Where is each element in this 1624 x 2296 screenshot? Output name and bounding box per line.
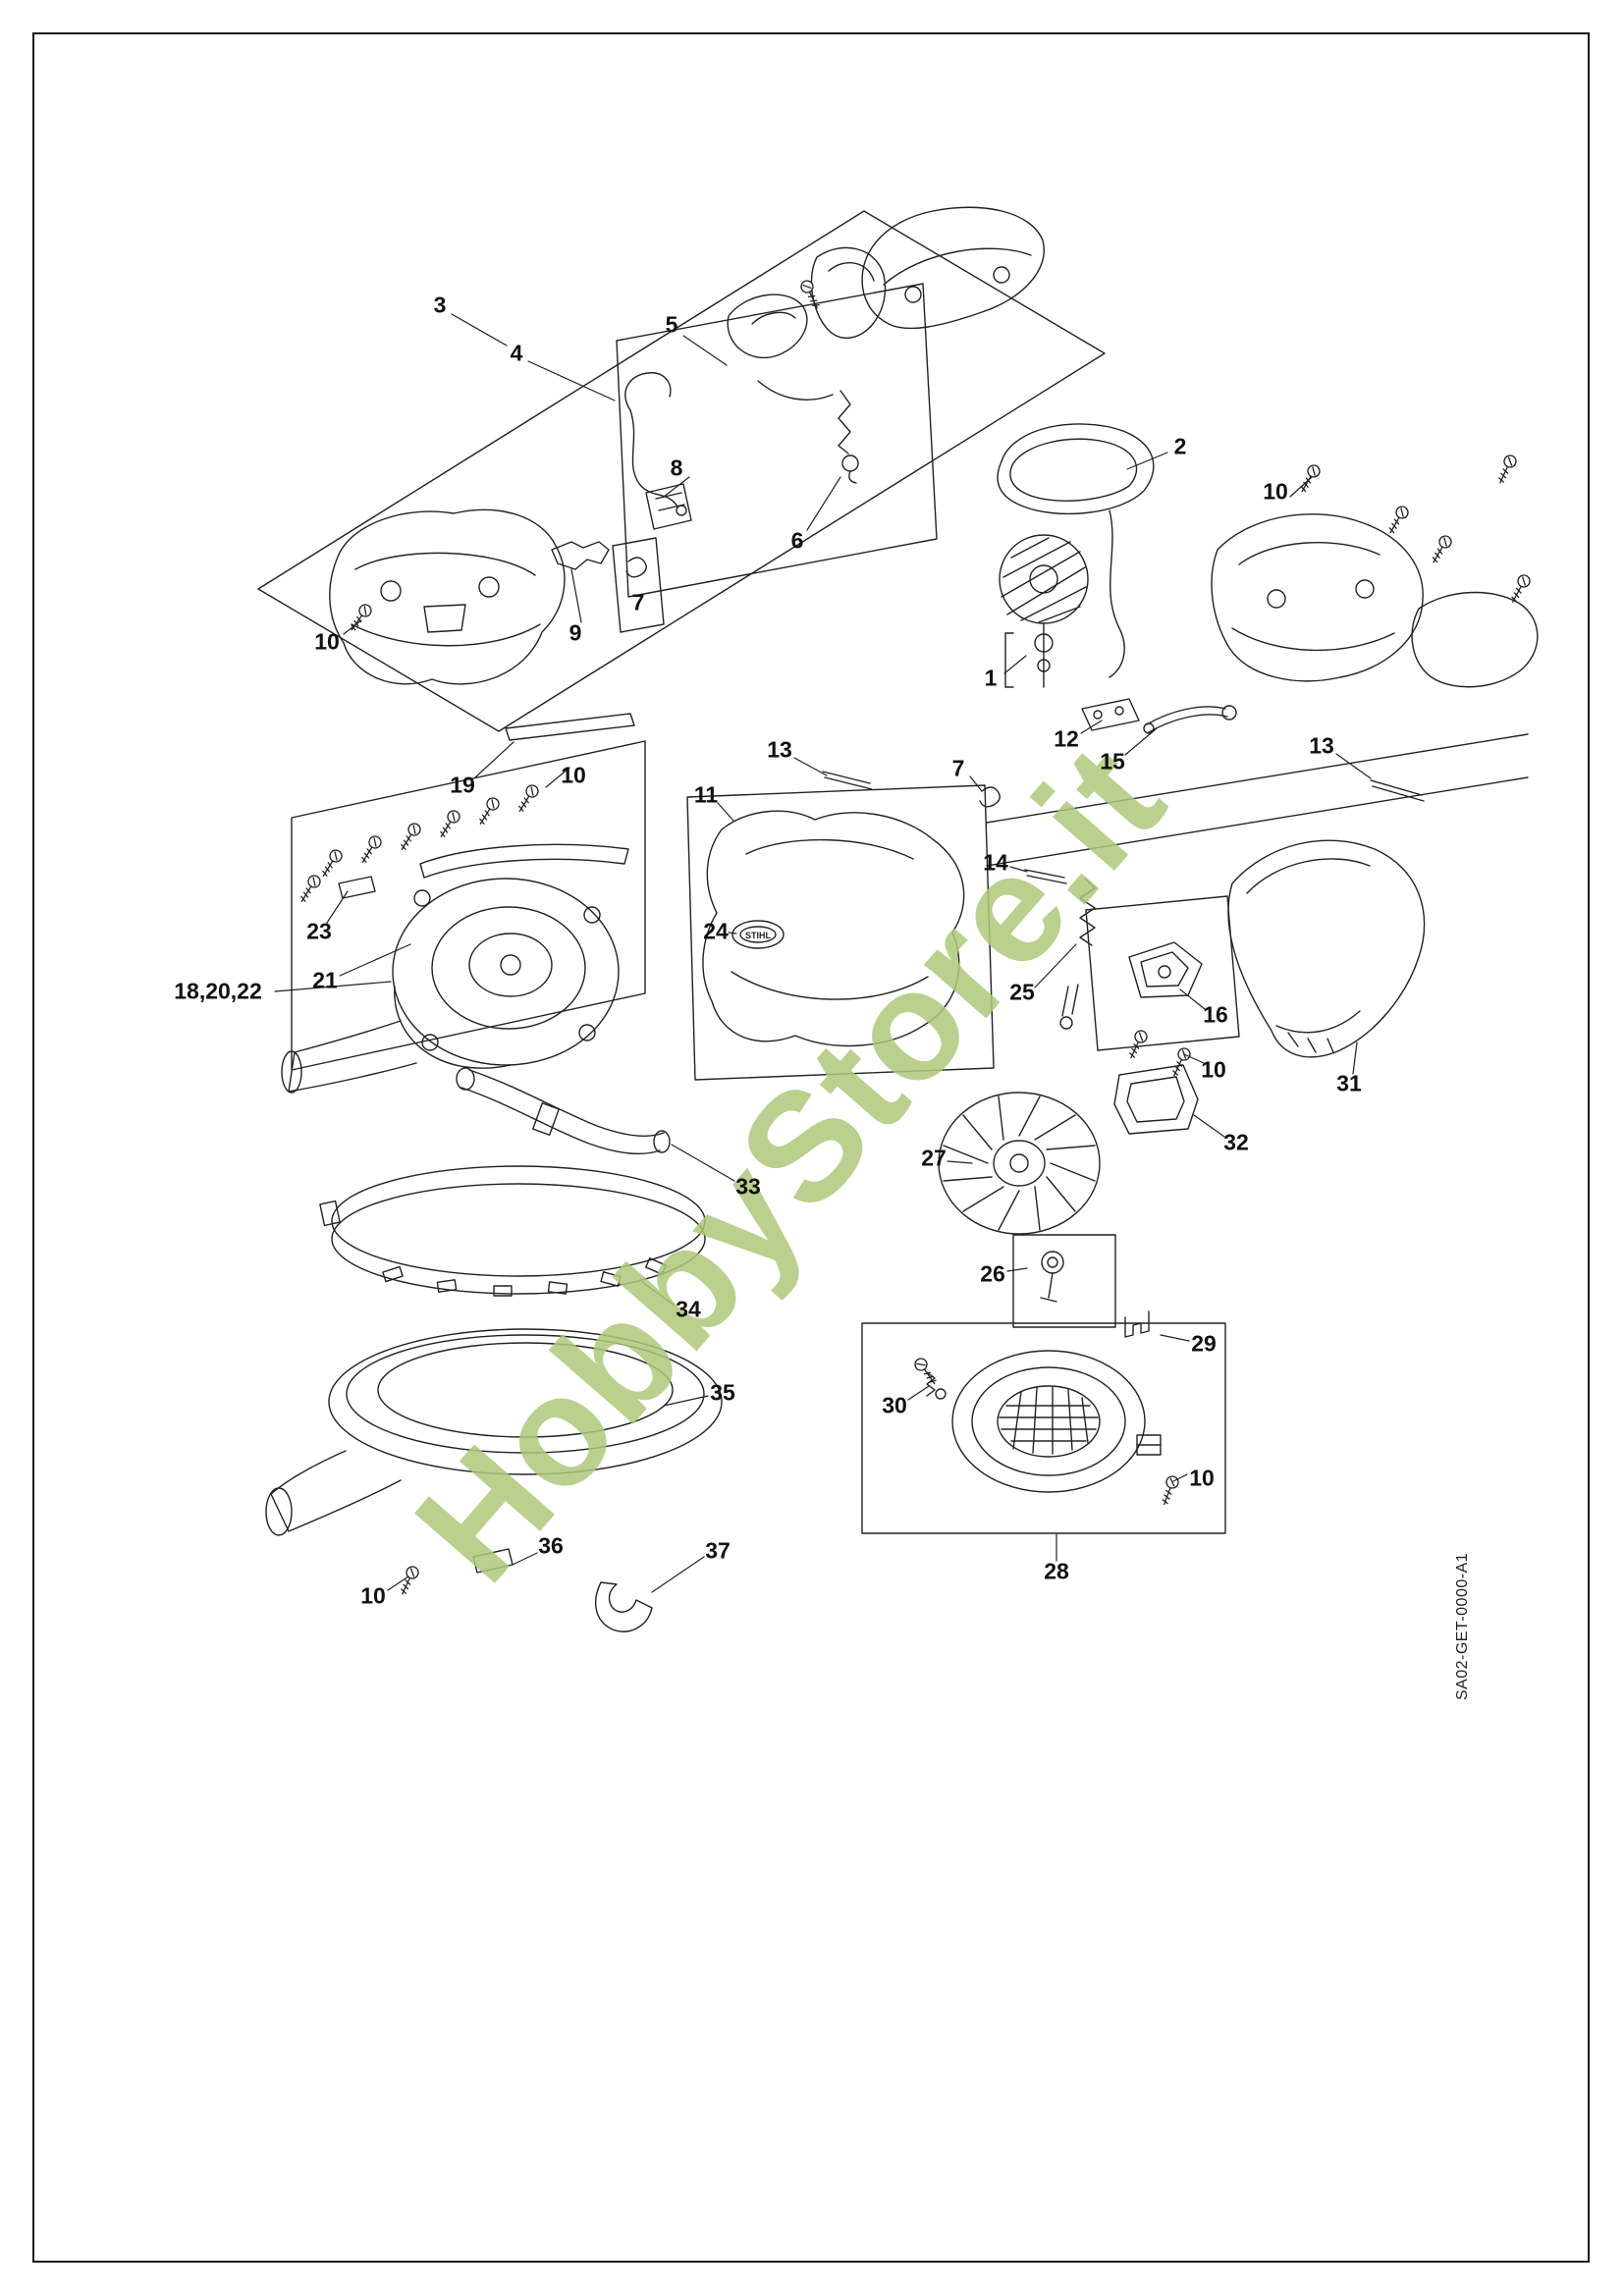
part-33-tube xyxy=(456,1067,671,1154)
part-label-29: 29 xyxy=(1191,1330,1217,1357)
part-label-10-4: 10 xyxy=(1201,1056,1226,1083)
part-label-6: 6 xyxy=(790,527,804,554)
part-label-24: 24 xyxy=(703,918,729,944)
part-label-13-2: 13 xyxy=(1309,732,1334,759)
part-label-14: 14 xyxy=(983,849,1008,876)
panel-outlines xyxy=(257,210,1529,1534)
part-label-33: 33 xyxy=(735,1173,761,1200)
part-25-spring xyxy=(1059,878,1096,1030)
part-37-deflector xyxy=(594,1581,653,1632)
part-label-25: 25 xyxy=(1009,979,1035,1005)
part-28-filter-assembly xyxy=(951,1350,1162,1493)
part-label-7-mid: 7 xyxy=(951,755,965,781)
part-13-pin-right xyxy=(1370,779,1425,802)
part-29-clip xyxy=(1124,1310,1150,1338)
part-7-clip-boxed xyxy=(625,557,647,578)
part-label-32: 32 xyxy=(1223,1129,1249,1155)
part-label-34: 34 xyxy=(676,1296,701,1322)
svg-text:STIHL: STIHL xyxy=(745,931,772,940)
part-26-valve xyxy=(1040,1251,1064,1303)
part-35-lower-housing xyxy=(265,1328,723,1536)
part-label-18-20-22: 18,20,22 xyxy=(174,978,262,1004)
part-6-spring-lever xyxy=(838,390,859,484)
right-handle-housing xyxy=(1211,513,1539,688)
part-7-clip-middle xyxy=(979,786,1001,808)
part-label-30: 30 xyxy=(882,1392,907,1418)
part-label-7-box: 7 xyxy=(631,589,645,615)
part-label-10-2: 10 xyxy=(1263,478,1288,505)
document-code: SA02-GET-0000-A1 xyxy=(1454,1552,1471,1701)
part-label-10-5: 10 xyxy=(1189,1465,1215,1491)
part-label-26: 26 xyxy=(980,1260,1005,1287)
part-label-8: 8 xyxy=(670,454,683,481)
part-label-9: 9 xyxy=(568,619,582,646)
part-label-2: 2 xyxy=(1173,433,1187,459)
part-2-frame xyxy=(997,423,1155,678)
part-label-19: 19 xyxy=(450,772,475,798)
part-label-23: 23 xyxy=(306,918,332,944)
part-8-switch-and-wire xyxy=(624,372,692,530)
part-label-16: 16 xyxy=(1203,1001,1228,1028)
part-label-37: 37 xyxy=(705,1537,731,1564)
part-label-31: 31 xyxy=(1336,1070,1362,1096)
part-21-trim xyxy=(419,843,629,879)
leader-lines xyxy=(274,313,1372,1593)
part-27-fan-impeller xyxy=(938,1092,1101,1235)
part-16-bracket xyxy=(1128,941,1203,998)
part-label-21: 21 xyxy=(312,967,338,993)
top-handle-housing xyxy=(861,206,1045,330)
part-31-cover xyxy=(1227,839,1426,1058)
part-11-housing xyxy=(702,810,965,1047)
part-label-28: 28 xyxy=(1044,1558,1069,1584)
part-19-strip xyxy=(505,713,635,741)
part-label-12: 12 xyxy=(1054,725,1079,752)
part-label-10-1: 10 xyxy=(314,628,340,655)
page-border-frame xyxy=(32,32,1590,2263)
part-label-10-3: 10 xyxy=(561,762,586,788)
part-label-4: 4 xyxy=(510,340,523,366)
part-label-3: 3 xyxy=(433,292,447,318)
part-label-10-6: 10 xyxy=(360,1582,386,1609)
part-label-1: 1 xyxy=(984,665,998,691)
part-label-27: 27 xyxy=(921,1145,947,1171)
part-label-15: 15 xyxy=(1100,748,1125,774)
part-12-plate xyxy=(1081,698,1140,731)
part-18-blower-housing xyxy=(281,878,620,1094)
part-23-wedge xyxy=(338,876,376,899)
part-13-pin-left xyxy=(822,771,873,790)
part-label-5: 5 xyxy=(665,311,678,338)
part-label-13-1: 13 xyxy=(767,736,792,763)
part-1-armature xyxy=(999,534,1089,688)
part-label-36: 36 xyxy=(538,1532,564,1559)
part-label-35: 35 xyxy=(710,1379,735,1406)
part-14-pin xyxy=(1024,869,1067,884)
part-3-motor-housing xyxy=(329,508,566,685)
part-32-bracket xyxy=(1113,1064,1199,1135)
part-34-ring-band xyxy=(319,1165,706,1297)
brand-badge: STIHL xyxy=(745,931,772,940)
part-label-11: 11 xyxy=(693,781,719,808)
part-9-bracket xyxy=(551,541,610,570)
